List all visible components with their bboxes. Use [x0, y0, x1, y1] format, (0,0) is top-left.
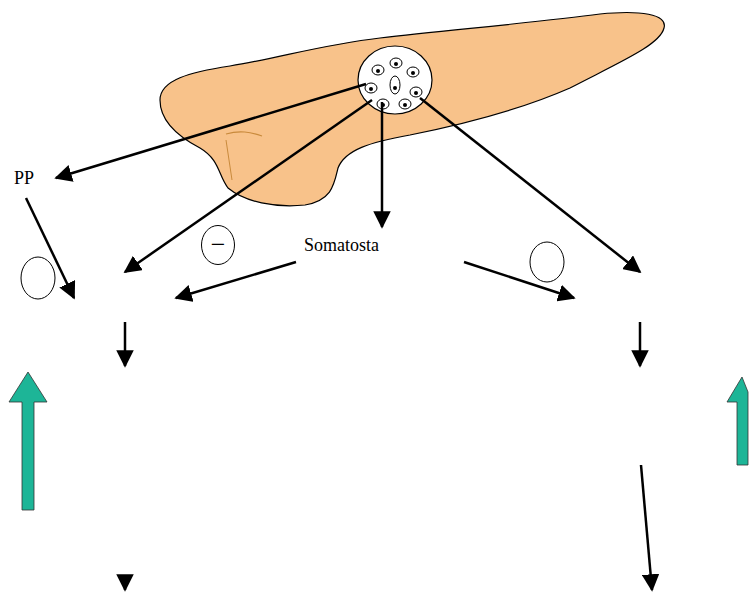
sign-circle: −: [201, 225, 235, 265]
hormone-name: Somatosta: [304, 236, 379, 254]
empty-circle: [21, 257, 55, 299]
arrows: [26, 84, 652, 590]
sign: −: [201, 232, 235, 258]
up-arrow: [9, 372, 47, 510]
pancreatic-duct: [226, 140, 232, 180]
up-arrow: [727, 377, 748, 465]
islet: [358, 46, 432, 114]
empty-circle: [530, 242, 564, 282]
pancreas: [160, 13, 664, 206]
hormone-name: PP: [14, 169, 34, 187]
pancreatic-duct: [226, 132, 262, 136]
